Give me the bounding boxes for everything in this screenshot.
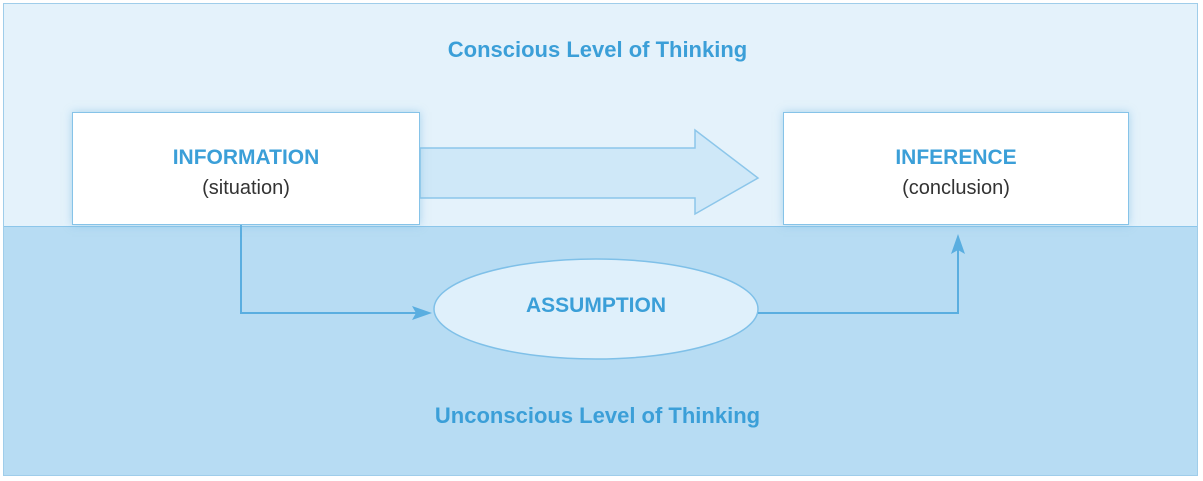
information-box: INFORMATION (situation) <box>72 112 420 225</box>
information-subtitle: (situation) <box>202 177 290 199</box>
inference-box: INFERENCE (conclusion) <box>783 112 1129 225</box>
assumption-label: ASSUMPTION <box>525 294 666 317</box>
assumption-to-inference-line <box>758 248 959 314</box>
assumption-to-inference-arrowhead <box>951 234 965 254</box>
information-title: INFORMATION <box>172 146 320 169</box>
information-to-assumption-arrowhead <box>412 306 432 320</box>
conscious-level-label: Conscious Level of Thinking <box>447 37 748 62</box>
inference-title: INFERENCE <box>895 146 1017 169</box>
inference-subtitle: (conclusion) <box>902 177 1010 199</box>
direct-inference-arrow <box>419 128 760 216</box>
unconscious-level-label: Unconscious Level of Thinking <box>434 403 761 428</box>
information-to-assumption-line <box>240 225 418 314</box>
assumption-ellipse <box>433 258 759 360</box>
